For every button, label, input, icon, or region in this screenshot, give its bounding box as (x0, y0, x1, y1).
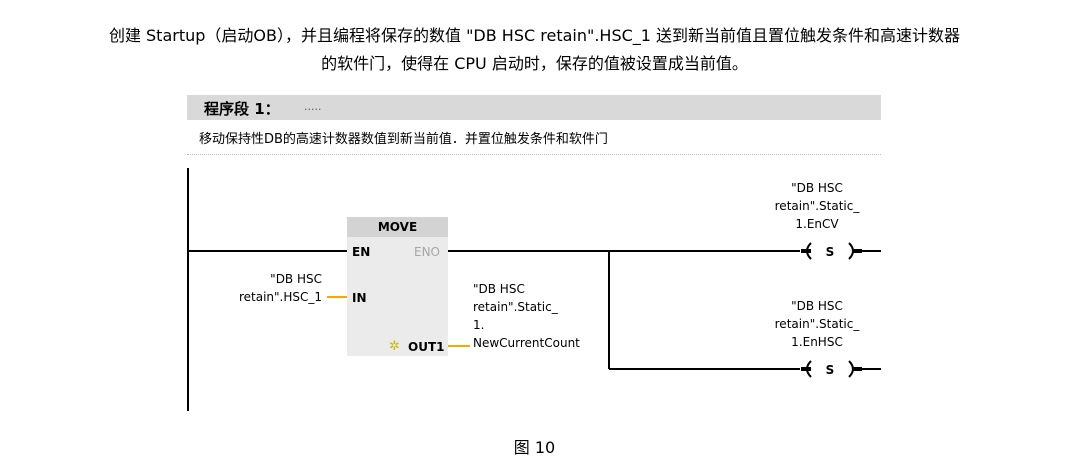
move-block-title[interactable]: MOVE (347, 217, 448, 237)
pin-in: IN (352, 291, 367, 305)
coil1-operand-line: "DB HSC (791, 181, 843, 195)
out-operand-line: "DB HSC (473, 282, 525, 296)
segment-comment[interactable]: 移动保持性DB的高速计数器数值到新当前值．并置位触发条件和软件门 (199, 132, 608, 147)
coil1-operand-label[interactable]: "DB HSC retain".Static_ 1.EnCV (757, 179, 877, 233)
out-operand-line: NewCurrentCount (473, 336, 580, 350)
asterisk-star-icon: ✲ (389, 339, 400, 354)
segment-separator (187, 154, 881, 155)
coil2-operand-line: "DB HSC (791, 299, 843, 313)
pin-en: EN (352, 245, 371, 259)
move-block[interactable] (347, 237, 448, 356)
coil2-operand-line: 1.EnHSC (791, 335, 843, 349)
out-operand-label[interactable]: "DB HSC retain".Static_ 1. NewCurrentCou… (473, 280, 580, 352)
pin-eno: ENO (414, 245, 441, 259)
out-operand-line: retain".Static_ (473, 300, 558, 314)
coil2-operand-label[interactable]: "DB HSC retain".Static_ 1.EnHSC (757, 297, 877, 351)
coil1-symbol: S (826, 245, 835, 259)
coil1-operand-line: 1.EnCV (795, 217, 839, 231)
segment-header[interactable]: 程序段 1： ..... (187, 95, 881, 120)
intro-line-2: 的软件门，使得在 CPU 启动时，保存的值被设置成当前值。 (321, 54, 748, 73)
in-operand-label[interactable]: "DB HSC retain".HSC_1 (239, 270, 322, 306)
in-operand-line: "DB HSC (270, 272, 322, 286)
in-operand-line: retain".HSC_1 (238, 290, 322, 304)
coil2-operand-line: retain".Static_ (774, 317, 860, 331)
intro-line-1: 创建 Startup（启动OB），并且编程将保存的数值 "DB HSC reta… (108, 26, 961, 45)
segment-title-placeholder[interactable]: ..... (304, 100, 322, 113)
out-operand-line: 1. (473, 318, 485, 332)
figure-caption: 图 10 (513, 438, 556, 457)
coil1-operand-line: retain".Static_ (774, 199, 860, 213)
pin-out1: OUT1 (408, 340, 445, 354)
coil2-symbol: S (826, 363, 835, 377)
segment-title: 程序段 1： (204, 100, 280, 118)
